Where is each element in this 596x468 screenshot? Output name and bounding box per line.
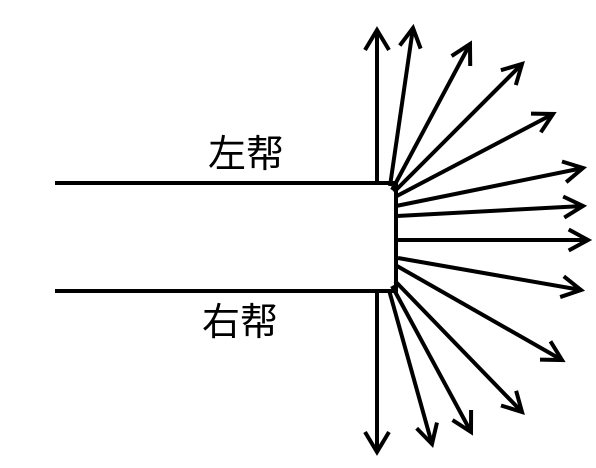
radiating-arrow-10 <box>393 279 524 414</box>
radiating-arrow-12-head <box>415 422 439 449</box>
radiating-arrow-4 <box>394 112 554 199</box>
radiating-arrow-8 <box>397 256 582 292</box>
arrow-up-vertical-head <box>363 26 391 52</box>
left-wall-label: 左帮 <box>208 132 284 176</box>
radiating-arrows <box>387 23 593 449</box>
radiating-arrow-2-head <box>450 40 473 67</box>
radiating-arrow-5 <box>395 166 584 208</box>
radiating-arrow-3-head <box>500 61 525 86</box>
radiating-arrow-7-head <box>567 227 593 253</box>
radiating-arrow-9-head <box>539 340 566 363</box>
radiating-arrow-1-head <box>398 23 423 50</box>
radiating-arrow-5-head <box>561 159 588 184</box>
radiating-arrow-3 <box>392 62 524 194</box>
radiating-arrow-11-head <box>451 409 474 436</box>
right-wall-label: 右帮 <box>202 300 278 344</box>
arrow-down-vertical-head <box>363 430 391 456</box>
radiating-arrow-11 <box>390 285 473 433</box>
radiating-arrow-10-head <box>500 390 525 415</box>
radiating-arrow-8-head <box>559 274 586 299</box>
radiating-arrow-1 <box>388 27 415 187</box>
radiating-arrow-4-head <box>530 111 557 134</box>
radiating-arrow-6-head <box>562 194 588 220</box>
radiating-arrow-6 <box>396 204 584 218</box>
radiating-arrow-12 <box>387 289 434 445</box>
radiating-arrow-9 <box>396 264 563 362</box>
radiating-arrow-2 <box>390 43 472 191</box>
